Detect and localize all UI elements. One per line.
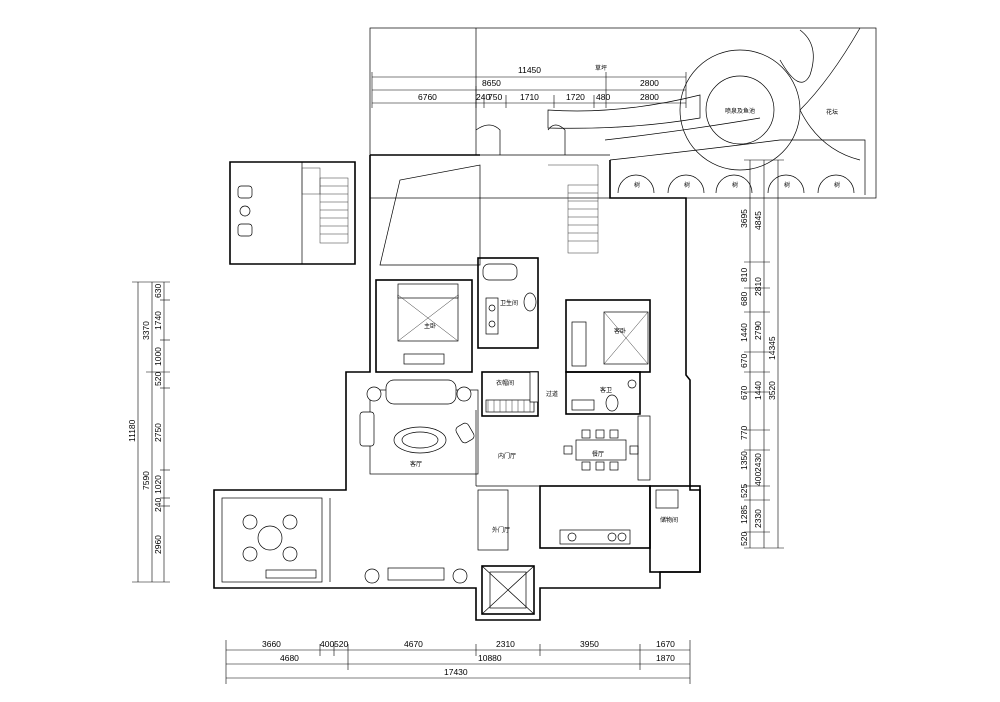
dim-left-a8: 2960 <box>153 535 163 554</box>
dim-right-i16: 400 <box>753 472 763 486</box>
dims-right: 3695 810 680 1440 670 670 770 1350 525 1… <box>739 159 784 549</box>
dim-bottom-r2-b: 10880 <box>478 653 502 663</box>
sunroom <box>221 497 331 583</box>
corridor-label: 过道 <box>546 390 558 398</box>
dim-right-i13: 520 <box>739 532 749 546</box>
dim-bottom-r1-c: 520 <box>334 639 348 649</box>
lawn-label: 草坪 <box>595 64 607 72</box>
storage-label: 储物间 <box>660 516 678 524</box>
tree-row: 树 树 树 树 树 <box>617 174 855 194</box>
dim-right-i11: 525 <box>739 484 749 498</box>
dim-bottom-r1-d: 4670 <box>404 639 423 649</box>
dims-top: 11450 8650 2800 6760 240 750 1710 1720 4… <box>371 65 687 108</box>
dim-bottom-total: 17430 <box>444 667 468 677</box>
dim-right-r1: 4845 <box>753 211 763 230</box>
dim-left-upper: 3370 <box>141 321 151 340</box>
master-bath: 卫生间 <box>477 257 539 349</box>
guest-bedroom: 客卧 <box>565 299 651 373</box>
living-room-label: 客厅 <box>410 460 422 468</box>
dim-top-d1: 6760 <box>418 92 437 102</box>
tree-label-5: 树 <box>834 181 840 189</box>
garden-path <box>547 94 701 129</box>
dim-top-d7: 2800 <box>640 92 659 102</box>
closet-label: 衣帽间 <box>496 379 514 387</box>
dim-left-lower: 7590 <box>141 471 151 490</box>
dim-right-i15: 3520 <box>767 381 777 400</box>
dim-top-d5: 1720 <box>566 92 585 102</box>
tree-label-3: 树 <box>732 181 738 189</box>
closet-area: 衣帽间 过道 <box>481 371 558 417</box>
inner-hall-label: 内门厅 <box>498 452 516 460</box>
dim-bottom-r1-g: 1670 <box>656 639 675 649</box>
tree-label-1: 树 <box>634 181 640 189</box>
main-stair <box>548 164 599 254</box>
outer-hall: 外门厅 <box>364 489 535 615</box>
garden-area: 喷泉及鱼池 花坛 草坪 树 树 树 树 树 <box>369 27 877 199</box>
dim-right-i6: 670 <box>739 386 749 400</box>
dims-bottom: 3660 400 520 4670 2310 3950 1670 4680 10… <box>225 639 691 684</box>
dim-top-d4: 1710 <box>520 92 539 102</box>
kitchen-area: 储物间 <box>539 485 701 573</box>
guest-bath: 客卫 <box>565 371 641 415</box>
dim-right-i5: 670 <box>739 354 749 368</box>
dining-area: 餐厅 <box>563 415 651 481</box>
dim-left-a6: 1020 <box>153 475 163 494</box>
tree-label-4: 树 <box>784 181 790 189</box>
dim-top-total: 11450 <box>518 65 541 75</box>
dims-left: 11180 3370 7590 630 1740 1000 520 2750 1… <box>127 281 170 583</box>
guest-bedroom-label: 客卧 <box>614 327 626 335</box>
master-bedroom-label: 主卧 <box>424 322 436 330</box>
dim-right-i9: 1350 <box>739 451 749 470</box>
dim-left-a1: 630 <box>153 284 163 298</box>
dim-bottom-r2-a: 4680 <box>280 653 299 663</box>
fountain-label: 喷泉及鱼池 <box>725 107 755 115</box>
tree-label-2: 树 <box>684 181 690 189</box>
dim-right-i2: 810 <box>739 268 749 282</box>
dim-left-a7: 240 <box>153 498 163 512</box>
dim-left-a3: 1000 <box>153 347 163 366</box>
dim-left-a5: 2750 <box>153 423 163 442</box>
dim-top-d6: 480 <box>596 92 610 102</box>
dim-bottom-r1-e: 2310 <box>496 639 515 649</box>
living-room: 客厅 内门厅 <box>359 379 540 487</box>
dim-left-a4: 520 <box>153 372 163 386</box>
master-bedroom: 主卧 <box>375 279 473 373</box>
master-bath-label: 卫生间 <box>500 299 518 307</box>
dim-bottom-r2-c: 1870 <box>656 653 675 663</box>
dim-right-r4: 2330 <box>753 509 763 528</box>
dim-top-d2: 240 <box>476 92 490 102</box>
dim-top-d3: 750 <box>488 92 502 102</box>
guest-bath-label: 客卫 <box>600 386 612 394</box>
dim-left-a2: 1740 <box>153 311 163 330</box>
dim-right-i10: 2430 <box>753 453 763 472</box>
dim-right-i3: 680 <box>739 292 749 306</box>
dim-bottom-r1-b: 400 <box>320 639 334 649</box>
dim-top-part-b: 2800 <box>640 78 659 88</box>
dim-right-i8: 770 <box>739 426 749 440</box>
dim-left-total: 11180 <box>127 419 137 442</box>
dim-right-i7: 1440 <box>753 381 763 400</box>
outer-hall-label: 外门厅 <box>492 526 510 534</box>
dim-right-i14: 2810 <box>753 277 763 296</box>
dim-right-r2: 2790 <box>753 321 763 340</box>
dim-right-i4: 1440 <box>739 323 749 342</box>
dining-label: 餐厅 <box>592 450 604 458</box>
flowerbed-label: 花坛 <box>826 108 838 116</box>
dim-bottom-r1-a: 3660 <box>262 639 281 649</box>
dim-top-part-a: 8650 <box>482 78 501 88</box>
house-walls <box>213 124 701 621</box>
dim-bottom-r1-f: 3950 <box>580 639 599 649</box>
stair-module-left <box>229 161 356 265</box>
fountain-inner <box>705 75 775 145</box>
elevator-shaft <box>481 565 535 615</box>
dim-right-total: 14345 <box>767 336 777 360</box>
dim-right-i12: 1285 <box>739 505 749 524</box>
dim-right-i1: 3695 <box>739 209 749 228</box>
